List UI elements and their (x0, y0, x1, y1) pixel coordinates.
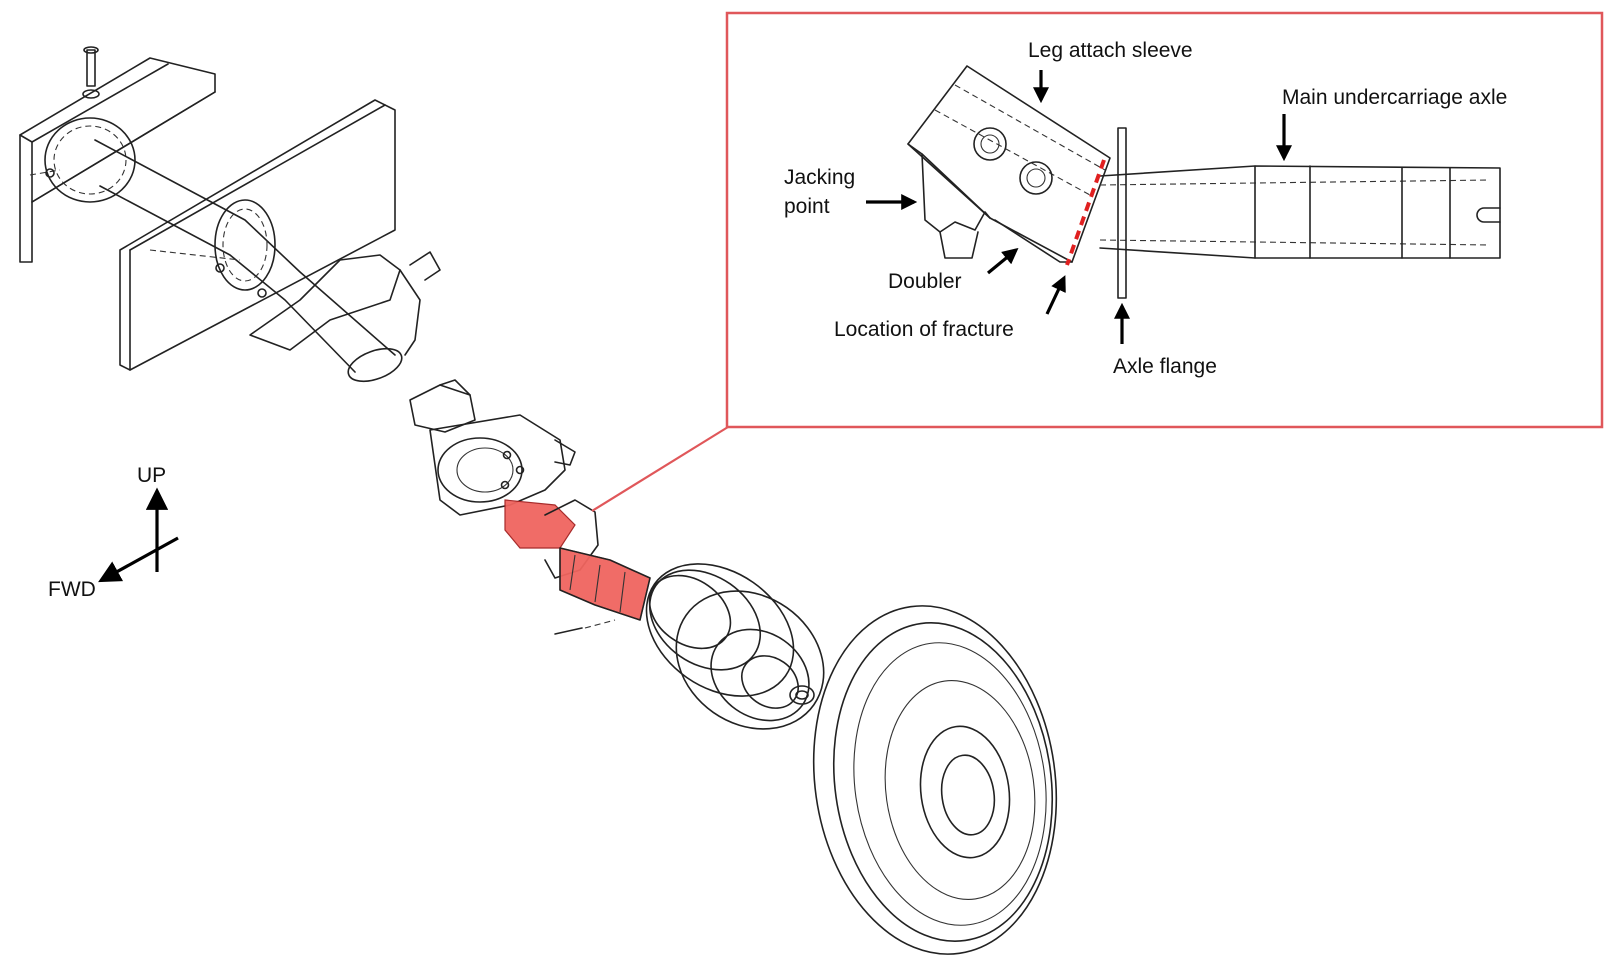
wheel-rim-drawing (645, 563, 825, 730)
axle-flange-label: Axle flange (1113, 355, 1217, 378)
up-label: UP (137, 464, 166, 487)
tyre-drawing (812, 605, 1058, 955)
fwd-label: FWD (48, 578, 96, 601)
jacking-point-label-line2: point (784, 195, 830, 218)
main-undercarriage-axle-label: Main undercarriage axle (1282, 86, 1507, 109)
orientation-indicator: UP FWD (48, 464, 179, 601)
fuselage-frame-drawing (19, 46, 441, 383)
callout-leader-line (591, 426, 729, 512)
doubler-label: Doubler (888, 270, 962, 293)
axle-detail-drawing (907, 65, 1501, 299)
leg-attach-sleeve-label: Leg attach sleeve (1028, 39, 1193, 62)
highlighted-leg-attach-sleeve (504, 499, 576, 549)
fracture-line (1065, 159, 1106, 266)
callout-detail-box (725, 11, 1604, 429)
detail-arrows (866, 70, 1292, 344)
location-of-fracture-label: Location of fracture (834, 318, 1014, 341)
jacking-point-label-line1: Jacking (784, 166, 855, 189)
gear-leg-assembly-drawing (409, 379, 651, 635)
